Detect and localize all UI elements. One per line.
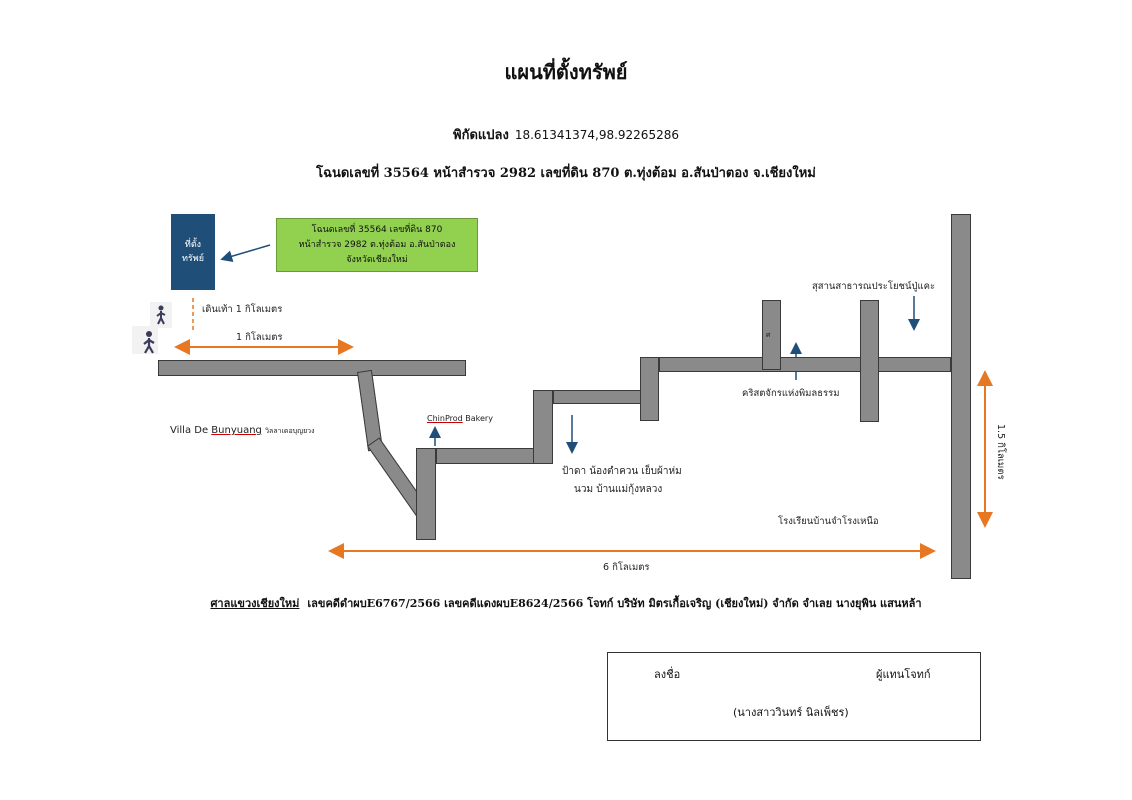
coordinates-line: พิกัดแปลง 18.61341374,98.92265286 — [0, 124, 1132, 145]
villa-en-b: Bunyuang — [211, 425, 262, 436]
church-label: คริสตจักรแห่งพิมลธรรม — [742, 388, 840, 399]
court-line: ศาลแขวงเชียงใหม่ เลขคดีดำผบE6767/2566 เลข… — [0, 594, 1132, 612]
walk-label: เดินเท้า 1 กิโลเมตร — [202, 304, 283, 315]
villa-label: Villa De Bunyuang วิลลาเดอบุญยวง — [170, 425, 315, 437]
school-label: โรงเรียนบ้านจำโรงเหนือ — [778, 516, 879, 527]
deed-line: โฉนดเลขที่ 35564 หน้าสำรวจ 2982 เลขที่ดิ… — [316, 166, 816, 181]
sign-label: ลงชื่อ — [654, 668, 681, 681]
property-info-box: โฉนดเลขที่ 35564 เลขที่ดิน 870 หน้าสำรวจ… — [276, 218, 478, 272]
road-vertical-3 — [640, 357, 659, 421]
court-name: ศาลแขวงเชียงใหม่ — [210, 597, 300, 610]
pointer-arrow — [220, 244, 271, 263]
cemetery-label: สุสานสาธารณประโยชน์ปู่แคะ — [812, 281, 936, 292]
road-vertical-cemetery — [860, 300, 879, 422]
road-vertical-2 — [533, 390, 553, 464]
road-horizontal-2 — [553, 390, 643, 404]
map-title: แผนที่ตั้งทรัพย์ — [504, 60, 628, 84]
road-vertical-highway — [951, 214, 971, 579]
road-horizontal-1 — [436, 448, 536, 464]
bakery-label: ChinProd Bakery — [427, 414, 493, 423]
bakery-a: ChinProd — [427, 414, 463, 423]
signature-box: ลงชื่อ ผู้แทนโจทก์ (นางสาววินทร์ นิลเพ็ช… — [607, 652, 981, 741]
walking-person-icon — [132, 326, 158, 354]
property-info-line: หน้าสำรวจ 2982 ต.ทุ่งต้อม อ.สันป่าตอง — [298, 240, 456, 250]
road-vertical-church — [762, 300, 781, 370]
property-info-line: โฉนดเลขที่ 35564 เลขที่ดิน 870 — [311, 225, 443, 235]
villa-en-a: Villa De — [170, 425, 212, 436]
shop-label-1: ป้าดา น้องตำควน เย็บผ้าห่ม — [562, 466, 682, 477]
road-horizontal-main — [659, 357, 951, 372]
small-road-mark: ศ — [766, 331, 771, 339]
road-vertical-1 — [416, 448, 436, 540]
road-top-left — [158, 360, 466, 376]
marker-line-1: ที่ตั้ง — [184, 240, 202, 250]
coordinates-label: พิกัดแปลง — [453, 128, 509, 143]
bakery-b: Bakery — [462, 414, 493, 423]
walking-person-icon — [150, 302, 172, 328]
sign-role: ผู้แทนโจทก์ — [876, 668, 931, 681]
distance-6km-label: 6 กิโลเมตร — [603, 562, 650, 573]
distance-1km-label: 1 กิโลเมตร — [236, 332, 283, 343]
coordinates-value: 18.61341374,98.92265286 — [514, 128, 679, 142]
villa-th: วิลลาเดอบุญยวง — [265, 427, 315, 435]
property-info-line: จังหวัดเชียงใหม่ — [346, 255, 408, 265]
property-marker: ที่ตั้ง ทรัพย์ — [171, 214, 215, 290]
sign-name: (นางสาววินทร์ นิลเพ็ชร) — [733, 706, 849, 719]
distance-1-5km-label: 1.5 กิโลเมตร — [995, 424, 1006, 480]
shop-label-2: นวม บ้านแม่กุ้งหลวง — [574, 484, 663, 495]
marker-line-2: ทรัพย์ — [182, 254, 204, 264]
court-case-details: เลขคดีดำผบE6767/2566 เลขคดีแดงผบE8624/25… — [307, 597, 922, 610]
